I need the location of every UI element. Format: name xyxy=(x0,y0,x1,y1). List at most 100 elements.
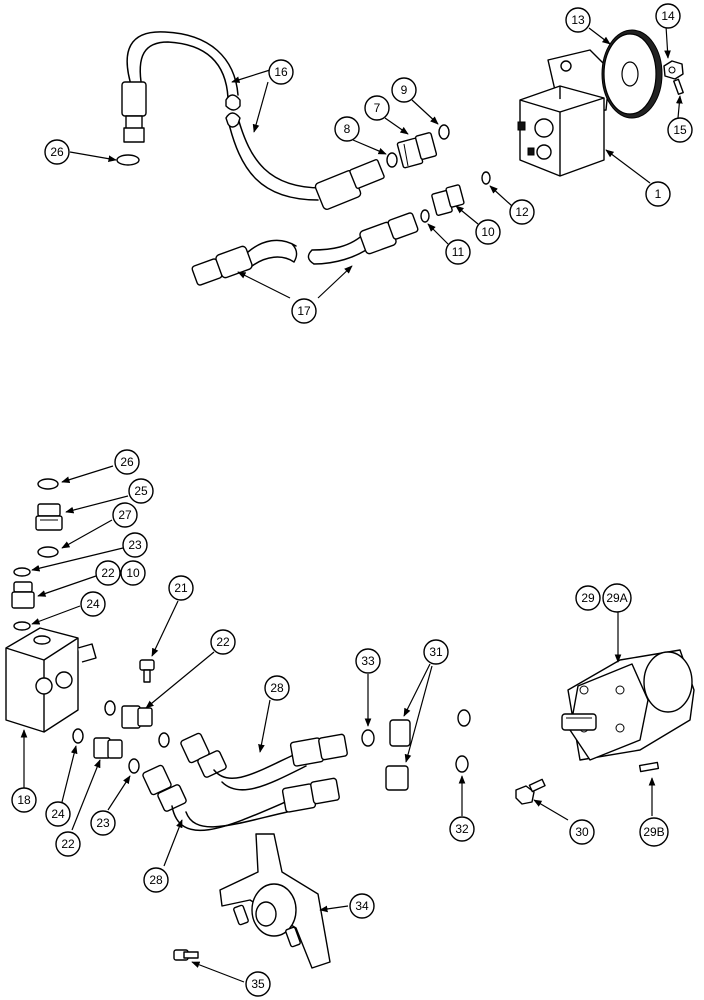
motor-29 xyxy=(561,649,695,761)
callout-21-label: 21 xyxy=(174,581,188,595)
callout-27: 27 xyxy=(112,502,138,528)
callout-23-bottom-label: 23 xyxy=(96,816,110,830)
callout-28-lower-label: 28 xyxy=(149,873,163,887)
fitting-31 xyxy=(385,719,411,791)
callout-32: 32 xyxy=(449,816,475,842)
valve-block-18 xyxy=(5,627,97,733)
callout-24-bottom: 24 xyxy=(45,801,71,827)
callout-1: 1 xyxy=(645,181,671,207)
screw-21 xyxy=(139,659,155,683)
callout-31: 31 xyxy=(423,639,449,665)
callout-8: 8 xyxy=(334,116,360,142)
screw-35 xyxy=(173,949,199,961)
callout-14-label: 14 xyxy=(661,9,675,23)
o-ring-24-middle xyxy=(104,700,116,716)
callout-35-label: 35 xyxy=(251,977,265,991)
callout-18-label: 18 xyxy=(17,793,31,807)
callout-25-label: 25 xyxy=(134,484,148,498)
callout-17-label: 17 xyxy=(297,304,311,318)
callout-7: 7 xyxy=(364,95,390,121)
callout-34-label: 34 xyxy=(355,899,369,913)
callout-24-bottom-label: 24 xyxy=(51,807,65,821)
o-ring-32-upper xyxy=(457,709,471,727)
o-ring-33 xyxy=(361,729,375,747)
callout-15-label: 15 xyxy=(673,123,687,137)
callout-11: 11 xyxy=(445,239,471,265)
callout-22-bottom-label: 22 xyxy=(61,837,75,851)
o-ring-32-lower xyxy=(455,755,469,773)
callout-30: 30 xyxy=(569,819,595,845)
callout-22-middle: 22 xyxy=(210,629,236,655)
callout-22-top: 22 xyxy=(95,560,121,586)
callout-13: 13 xyxy=(565,7,591,33)
callout-28-upper: 28 xyxy=(264,675,290,701)
callout-22-bottom: 22 xyxy=(55,831,81,857)
callout-31-label: 31 xyxy=(429,645,443,659)
o-ring-26-bottom xyxy=(37,478,59,490)
o-ring-23-lower xyxy=(128,758,140,774)
callout-22-top-label: 22 xyxy=(101,566,115,580)
gear-13 xyxy=(601,29,663,119)
callout-17: 17 xyxy=(291,298,317,324)
callout-24-top-label: 24 xyxy=(86,597,100,611)
key-29b xyxy=(638,761,660,773)
hose-17 xyxy=(191,212,419,286)
callout-34: 34 xyxy=(349,893,375,919)
callout-26-bottom-label: 26 xyxy=(120,455,134,469)
o-ring-11 xyxy=(420,209,430,223)
o-ring-26-top xyxy=(116,154,140,166)
hose-16 xyxy=(121,31,385,210)
callout-23-bottom: 23 xyxy=(90,810,116,836)
fitting-22-lower xyxy=(93,737,123,759)
leader-lines xyxy=(20,25,683,983)
key-15 xyxy=(673,78,684,95)
o-ring-24-stack xyxy=(13,621,31,631)
callout-23-top-label: 23 xyxy=(128,538,142,552)
callout-8-label: 8 xyxy=(344,122,351,136)
fitting-10 xyxy=(431,184,465,216)
fan-34 xyxy=(219,833,331,969)
callout-25: 25 xyxy=(128,478,154,504)
callout-16-label: 16 xyxy=(274,65,288,79)
o-ring-27 xyxy=(37,546,59,558)
callout-10-top: 10 xyxy=(475,219,501,245)
callout-14: 14 xyxy=(655,3,681,29)
o-ring-23-middle xyxy=(158,732,170,748)
nut-14 xyxy=(663,60,684,80)
callout-12-label: 12 xyxy=(515,205,529,219)
callout-29a: 29A xyxy=(602,583,632,613)
o-ring-24-lower xyxy=(72,728,84,744)
callout-24-top: 24 xyxy=(80,591,106,617)
hose-28-upper xyxy=(180,732,348,791)
callout-26-top-label: 26 xyxy=(50,145,64,159)
callout-32-label: 32 xyxy=(455,822,469,836)
callout-13-label: 13 xyxy=(571,13,585,27)
fitting-22-stack xyxy=(11,581,35,609)
o-ring-23-stack xyxy=(13,567,31,577)
callout-26-bottom: 26 xyxy=(114,449,140,475)
callout-11-label: 11 xyxy=(452,245,465,259)
callout-23-top: 23 xyxy=(122,532,148,558)
fitting-25 xyxy=(35,503,63,531)
callout-29-label: 29 xyxy=(581,591,595,605)
callout-22-middle-label: 22 xyxy=(216,635,230,649)
callout-18: 18 xyxy=(11,787,37,813)
callout-28-lower: 28 xyxy=(143,867,169,893)
callout-33-label: 33 xyxy=(361,654,375,668)
pump-1 xyxy=(517,49,611,177)
callout-33: 33 xyxy=(355,648,381,674)
callout-26-top: 26 xyxy=(44,139,70,165)
callout-16: 16 xyxy=(268,59,294,85)
callout-35: 35 xyxy=(245,971,271,997)
fitting-22-middle xyxy=(121,705,153,729)
callout-10-bottom-label: 10 xyxy=(126,566,140,580)
callout-29b-label: 29B xyxy=(643,825,664,839)
callout-12: 12 xyxy=(509,199,535,225)
callout-28-upper-label: 28 xyxy=(270,681,284,695)
callout-29a-label: 29A xyxy=(606,591,627,605)
o-ring-9 xyxy=(438,124,450,140)
callout-9-label: 9 xyxy=(401,83,408,97)
callout-15: 15 xyxy=(667,117,693,143)
screw-30 xyxy=(515,778,546,805)
